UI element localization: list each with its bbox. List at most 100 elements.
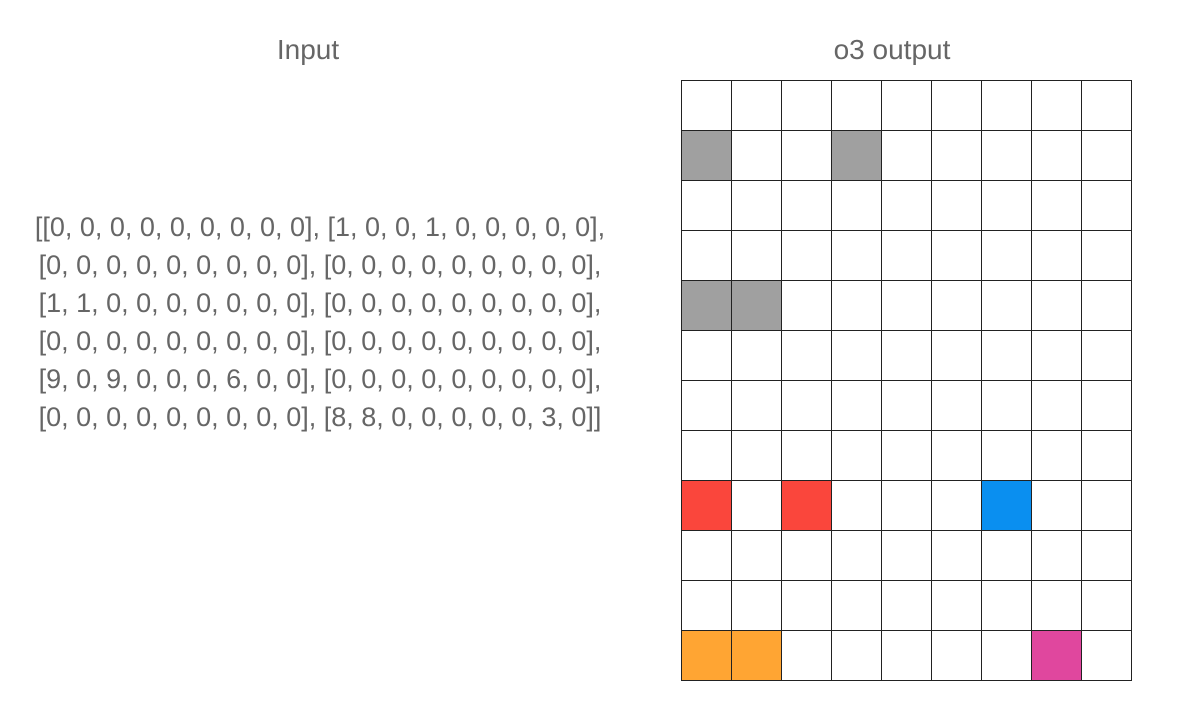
- grid-cell: [782, 281, 832, 331]
- grid-cell: [832, 181, 882, 231]
- grid-cell: [982, 331, 1032, 381]
- grid-cell: [1082, 81, 1132, 131]
- grid-cell: [832, 131, 882, 181]
- grid-cell: [782, 81, 832, 131]
- grid-cell: [782, 431, 832, 481]
- grid-cell: [682, 281, 732, 331]
- grid-cell: [832, 581, 882, 631]
- grid-cell: [882, 581, 932, 631]
- grid-cell: [832, 431, 882, 481]
- grid-cell: [882, 331, 932, 381]
- grid-cell: [1082, 181, 1132, 231]
- grid-cell: [782, 631, 832, 681]
- grid-cell: [932, 581, 982, 631]
- grid-cell: [682, 381, 732, 431]
- grid-cell: [932, 631, 982, 681]
- grid-cell: [932, 381, 982, 431]
- grid-cell: [732, 81, 782, 131]
- grid-cell: [832, 631, 882, 681]
- grid-cell: [882, 181, 932, 231]
- grid-cell: [682, 631, 732, 681]
- grid-cell: [1082, 581, 1132, 631]
- grid-cell: [1082, 231, 1132, 281]
- grid-cell: [1032, 331, 1082, 381]
- grid-cell: [782, 381, 832, 431]
- grid-cell: [882, 431, 932, 481]
- grid-cell: [882, 381, 932, 431]
- grid-cell: [732, 331, 782, 381]
- grid-cell: [932, 281, 982, 331]
- grid-cell: [1032, 131, 1082, 181]
- grid-cell: [882, 531, 932, 581]
- grid-cell: [1082, 631, 1132, 681]
- grid-cell: [682, 581, 732, 631]
- grid-cell: [1032, 631, 1082, 681]
- grid-cell: [732, 581, 782, 631]
- grid-cell: [982, 531, 1032, 581]
- output-grid: [681, 80, 1132, 681]
- grid-cell: [982, 481, 1032, 531]
- grid-cell: [932, 331, 982, 381]
- grid-cell: [832, 481, 882, 531]
- output-title: o3 output: [833, 34, 951, 65]
- grid-cell: [682, 481, 732, 531]
- grid-cell: [782, 481, 832, 531]
- grid-cell: [932, 131, 982, 181]
- grid-cell: [682, 81, 732, 131]
- grid-cell: [1032, 81, 1082, 131]
- grid-cell: [1032, 231, 1082, 281]
- input-title: Input: [276, 34, 340, 65]
- grid-cell: [782, 531, 832, 581]
- grid-cell: [932, 531, 982, 581]
- grid-cell: [782, 181, 832, 231]
- grid-cell: [732, 381, 782, 431]
- grid-cell: [832, 81, 882, 131]
- grid-cell: [932, 81, 982, 131]
- grid-cell: [882, 131, 932, 181]
- grid-cell: [782, 131, 832, 181]
- grid-cell: [732, 531, 782, 581]
- grid-cell: [682, 331, 732, 381]
- grid-cell: [982, 281, 1032, 331]
- grid-cell: [882, 481, 932, 531]
- grid-cell: [932, 181, 982, 231]
- grid-cell: [682, 181, 732, 231]
- grid-cell: [782, 581, 832, 631]
- grid-cell: [782, 231, 832, 281]
- grid-cell: [1032, 481, 1082, 531]
- grid-cell: [832, 231, 882, 281]
- grid-cell: [1082, 381, 1132, 431]
- grid-cell: [732, 181, 782, 231]
- grid-cell: [1082, 281, 1132, 331]
- grid-cell: [1032, 181, 1082, 231]
- grid-cell: [882, 631, 932, 681]
- grid-cell: [882, 81, 932, 131]
- grid-cell: [832, 381, 882, 431]
- grid-cell: [832, 531, 882, 581]
- grid-cell: [682, 231, 732, 281]
- grid-cell: [982, 631, 1032, 681]
- grid-cell: [682, 531, 732, 581]
- grid-cell: [732, 231, 782, 281]
- grid-cell: [732, 481, 782, 531]
- grid-cell: [982, 431, 1032, 481]
- grid-cell: [982, 131, 1032, 181]
- grid-cell: [1032, 281, 1082, 331]
- grid-cell: [832, 331, 882, 381]
- grid-cell: [732, 631, 782, 681]
- input-array-text: [[0, 0, 0, 0, 0, 0, 0, 0, 0], [1, 0, 0, …: [34, 212, 606, 432]
- grid-cell: [682, 431, 732, 481]
- grid-cell: [1082, 131, 1132, 181]
- grid-cell: [882, 281, 932, 331]
- grid-cell: [982, 81, 1032, 131]
- grid-cell: [732, 131, 782, 181]
- grid-cell: [1082, 481, 1132, 531]
- grid-cell: [982, 581, 1032, 631]
- grid-cell: [982, 381, 1032, 431]
- grid-cell: [1032, 381, 1082, 431]
- grid-cell: [782, 331, 832, 381]
- grid-cell: [1032, 431, 1082, 481]
- grid-cell: [982, 231, 1032, 281]
- grid-cell: [732, 281, 782, 331]
- grid-cell: [932, 431, 982, 481]
